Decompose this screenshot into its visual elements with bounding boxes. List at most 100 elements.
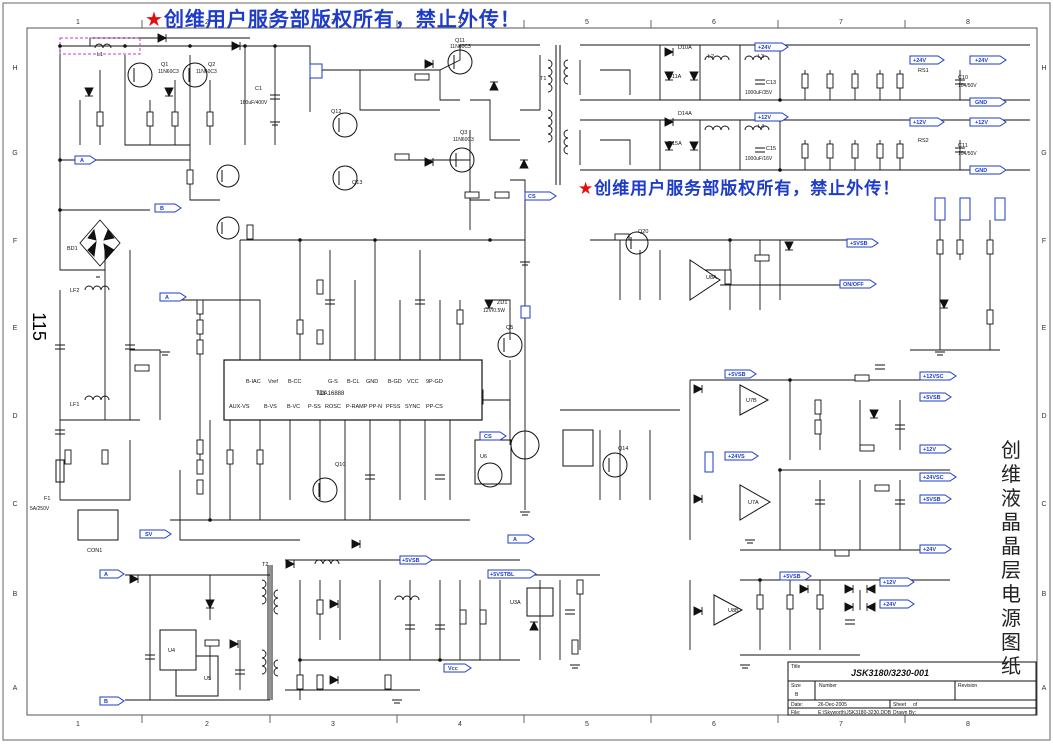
op-amps xyxy=(689,259,771,626)
tb-title-label: Title xyxy=(791,664,800,670)
ic-pin: ROSC xyxy=(325,404,341,410)
row-marker: G xyxy=(12,150,17,157)
ac-connector xyxy=(77,509,119,541)
comp-label: 11N60C3 xyxy=(453,137,474,143)
col-marker: 1 xyxy=(76,721,80,728)
ic-pin: Vref xyxy=(268,379,278,385)
net-label: +5VSB xyxy=(923,497,941,503)
comp-label: RS2 xyxy=(918,138,929,144)
net-label: +5VSB xyxy=(923,395,941,401)
comp-label: 104/50V xyxy=(958,83,977,89)
tb-drawn-label: Drawn By: xyxy=(893,710,916,716)
comp-label: C15 xyxy=(766,146,776,152)
row-marker: E xyxy=(1042,325,1047,332)
col-marker: 8 xyxy=(966,721,970,728)
wiring xyxy=(59,37,1030,701)
net-label: CS xyxy=(484,434,492,440)
transformer-cores xyxy=(96,45,561,700)
net-label: B xyxy=(160,206,164,212)
comp-label: L3 xyxy=(758,54,764,60)
tb-file: E:\Skyworth\JSK3180-3230.DDB xyxy=(818,710,892,716)
net-label: +24V xyxy=(975,58,988,64)
comp-label: C1 xyxy=(255,86,262,92)
net-label: +5VSB xyxy=(402,558,420,564)
comp-label: U8B xyxy=(728,608,739,614)
bridge-rectifier xyxy=(79,219,121,267)
comp-label: BD1 xyxy=(67,246,78,252)
ic-pin: B-VC xyxy=(287,404,300,410)
junction-dots xyxy=(58,43,792,662)
tb-sheet-of: of xyxy=(913,702,918,708)
copyright-banner-top: ★创维用户服务部版权所有，禁止外传！ xyxy=(145,3,521,32)
net-label: +24V xyxy=(758,45,771,51)
net-label: +5VSB xyxy=(783,574,801,580)
net-label: CS xyxy=(528,194,536,200)
row-marker: C xyxy=(12,501,17,508)
ic-pin: B-CC xyxy=(288,379,301,385)
col-marker: 2 xyxy=(205,19,209,26)
ic-u1-part: TDA16888 xyxy=(316,391,345,397)
net-label: A xyxy=(165,295,169,301)
comp-label: D14A xyxy=(678,111,692,117)
comp-label: Q10 xyxy=(335,462,345,468)
ic-u1-body xyxy=(223,359,483,421)
net-flags: +24V +24V GND +12V +12V GND +24V +12V +5… xyxy=(74,42,1007,706)
comp-label: 11N60C3 xyxy=(158,69,179,75)
comp-label: F1 xyxy=(44,496,50,502)
ic-pin: VCC xyxy=(407,379,419,385)
col-marker: 7 xyxy=(839,721,843,728)
comp-label: L1 xyxy=(97,52,103,58)
ic-pin: B-IAC xyxy=(246,379,261,385)
col-marker: 7 xyxy=(839,19,843,26)
comp-label: 11N60C3 xyxy=(450,44,471,50)
net-label: +24V xyxy=(913,58,926,64)
comp-label: U7B xyxy=(746,398,757,404)
comp-label: 180uF/400V xyxy=(240,100,268,106)
net-label: +12V xyxy=(883,580,896,586)
comp-label: T1 xyxy=(540,76,546,82)
tb-date: 26-Dec-2005 xyxy=(818,702,847,708)
comp-label: 5A/250V xyxy=(30,506,50,512)
comp-label: 1000uF/16V xyxy=(745,156,773,162)
resistors xyxy=(64,73,994,690)
comp-label: L2 xyxy=(708,54,714,60)
net-label: +12V xyxy=(975,120,988,126)
capacitors xyxy=(55,79,965,675)
comp-label: Q11 xyxy=(455,38,465,44)
ic-pin: 9P-GD xyxy=(426,379,443,385)
net-label: +24VSC xyxy=(923,475,944,481)
vertical-title: 创维液晶晶层电源图纸 xyxy=(1001,438,1021,678)
comp-label: D10A xyxy=(678,45,692,51)
comp-label: C11 xyxy=(958,143,968,149)
row-marker: B xyxy=(13,591,18,598)
net-label: A xyxy=(513,537,517,543)
ic-pin: P-SS xyxy=(308,404,321,410)
ic-pin: PP-CS xyxy=(426,404,443,410)
row-marker: F xyxy=(1042,238,1046,245)
fuse-f1 xyxy=(55,459,65,483)
comp-label: L4 xyxy=(758,124,764,130)
ic-pin: PFSS xyxy=(386,404,401,410)
tb-revision-label: Revision xyxy=(958,683,977,689)
tb-title: JSK3180/3230-001 xyxy=(851,668,929,678)
banner-text: 创维用户服务部版权所有，禁止外传！ xyxy=(163,7,521,31)
row-marker: B xyxy=(1042,591,1047,598)
column-ticks xyxy=(141,20,906,723)
comp-label: Q2 xyxy=(208,62,215,68)
side-number: 115 xyxy=(28,312,49,341)
transistor-leads xyxy=(133,55,632,497)
ic-pin: GND xyxy=(366,379,378,385)
ic-pin: SYNC xyxy=(405,404,420,410)
comp-label: 1000uF/35V xyxy=(745,90,773,96)
comp-label: ZD1 xyxy=(497,300,507,306)
tb-date-label: Date: xyxy=(791,702,803,708)
comp-label: Q14 xyxy=(618,446,628,452)
star-icon: ★ xyxy=(145,7,164,31)
comp-label: U7A xyxy=(748,500,759,506)
comp-label: CON1 xyxy=(87,548,102,554)
net-label: +12V xyxy=(758,115,771,121)
col-marker: 4 xyxy=(458,19,462,26)
col-marker: 3 xyxy=(331,19,335,26)
net-label: SV xyxy=(145,532,153,538)
